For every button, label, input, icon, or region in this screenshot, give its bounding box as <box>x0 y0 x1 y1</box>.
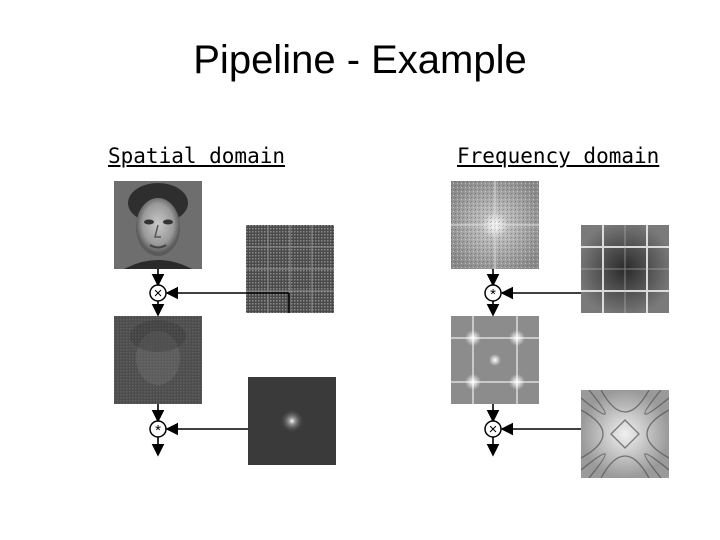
point-spread-dot-image <box>248 377 336 465</box>
grid-spectrum-image <box>581 225 669 313</box>
diamond-contour-spectrum-image <box>581 390 669 478</box>
frequency-domain-label: Frequency domain <box>457 144 660 168</box>
grid-pattern-image <box>246 225 334 313</box>
frequency-operator-symbol: * <box>490 286 496 303</box>
periodic-spectrum-image <box>451 316 539 404</box>
spatial-operator-symbol-2: * <box>155 422 161 439</box>
frequency-convolve-node: * <box>484 284 502 303</box>
spatial-connectors <box>151 269 290 457</box>
frequency-operator-symbol-2: × <box>489 421 498 438</box>
spatial-convolve-node: * <box>149 420 167 439</box>
frequency-connectors <box>486 269 581 457</box>
filtered-face-image <box>114 316 202 404</box>
spatial-multiply-node: × <box>149 284 167 302</box>
spatial-domain-label: Spatial domain <box>108 144 286 168</box>
spatial-operator-symbol: × <box>154 285 163 302</box>
face-photo-image <box>114 181 202 269</box>
slide-title: Pipeline - Example <box>193 38 527 82</box>
fourier-spectrum-image <box>451 181 539 269</box>
frequency-multiply-node: × <box>484 420 502 438</box>
